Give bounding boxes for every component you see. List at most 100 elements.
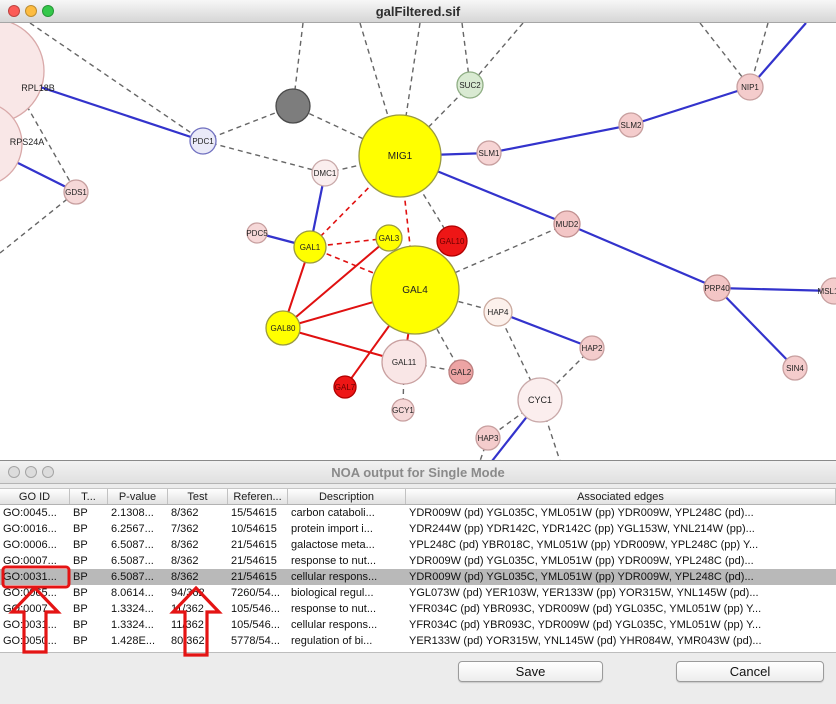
table-row[interactable]: GO:0006...BP6.5087...8/36221/54615galact… xyxy=(0,537,836,553)
node-label-PDC5: PDC5 xyxy=(246,229,268,238)
column-header-4[interactable]: Referen... xyxy=(228,489,288,504)
table-header: GO IDT...P-valueTestReferen...Descriptio… xyxy=(0,488,836,505)
edge-PRP40-SIN4 xyxy=(717,288,795,368)
edge-MUD2-PRP40 xyxy=(567,224,717,288)
node-RPL18B[interactable] xyxy=(0,23,44,123)
table-cell: 94/362 xyxy=(168,587,228,599)
table-row[interactable]: GO:0045...BP2.1308...8/36215/54615carbon… xyxy=(0,505,836,521)
table-cell: cellular respons... xyxy=(288,619,406,631)
table-cell: YDR009W (pd) YGL035C, YML051W (pp) YDR00… xyxy=(406,571,836,583)
table-cell: YDR244W (pp) YDR142C, YDR142C (pp) YGL15… xyxy=(406,523,836,535)
table-cell: 6.5087... xyxy=(108,571,168,583)
table-cell: 1.3324... xyxy=(108,619,168,631)
table-row[interactable]: GO:0031...BP1.3324...11/362105/546...cel… xyxy=(0,617,836,633)
table-cell: cellular respons... xyxy=(288,571,406,583)
node-label-DMC1: DMC1 xyxy=(314,169,337,178)
table-cell: GO:0006... xyxy=(0,539,70,551)
table-cell: 105/546... xyxy=(228,619,288,631)
noa-window: NOA output for Single Mode GO IDT...P-va… xyxy=(0,460,836,704)
table-cell: GO:0007... xyxy=(0,603,70,615)
table-cell: 6.2567... xyxy=(108,523,168,535)
table-cell: 6.5087... xyxy=(108,555,168,567)
edge-PRP40-MSL1 xyxy=(717,288,834,291)
table-cell: 7/362 xyxy=(168,523,228,535)
table-cell: biological regul... xyxy=(288,587,406,599)
table-cell: GO:0050... xyxy=(0,635,70,647)
table-cell: 11/362 xyxy=(168,619,228,631)
table-row[interactable]: GO:0016...BP6.2567...7/36210/54615protei… xyxy=(0,521,836,537)
node-label-GDS1: GDS1 xyxy=(65,188,87,197)
node-label-GAL80: GAL80 xyxy=(271,324,296,333)
column-header-5[interactable]: Description xyxy=(288,489,406,504)
table-cell: 21/54615 xyxy=(228,555,288,567)
column-header-2[interactable]: P-value xyxy=(108,489,168,504)
noa-minimize-icon[interactable] xyxy=(25,466,37,478)
noa-titlebar: NOA output for Single Mode xyxy=(0,461,836,484)
table-cell: BP xyxy=(70,523,108,535)
node-label-GAL11: GAL11 xyxy=(392,358,417,367)
node-label-GAL4: GAL4 xyxy=(402,285,428,296)
column-header-3[interactable]: Test xyxy=(168,489,228,504)
node-label-RPS24A: RPS24A xyxy=(10,137,45,147)
node-label-PRP40: PRP40 xyxy=(704,284,730,293)
table-row[interactable]: GO:0065...BP8.0614...94/3627260/54...bio… xyxy=(0,585,836,601)
node-label-MUD2: MUD2 xyxy=(556,220,579,229)
edge-PDC1-DMC1 xyxy=(203,141,325,173)
table-cell: 8/362 xyxy=(168,507,228,519)
table-cell: 15/54615 xyxy=(228,507,288,519)
table-row[interactable]: GO:0007...BP6.5087...8/36221/54615respon… xyxy=(0,553,836,569)
table-cell: 7260/54... xyxy=(228,587,288,599)
edge-SLM1-SLM2 xyxy=(489,125,631,153)
edge-tl1-PDC1 xyxy=(30,23,203,141)
noa-window-title: NOA output for Single Mode xyxy=(331,465,505,480)
table-cell: BP xyxy=(70,555,108,567)
column-header-1[interactable]: T... xyxy=(70,489,108,504)
table-body: GO:0045...BP2.1308...8/36215/54615carbon… xyxy=(0,505,836,653)
zoom-icon[interactable] xyxy=(42,5,54,17)
save-button[interactable]: Save xyxy=(458,661,603,682)
node-label-RPL18B: RPL18B xyxy=(21,83,55,93)
node-label-CYC1: CYC1 xyxy=(528,395,552,405)
cancel-button[interactable]: Cancel xyxy=(676,661,824,682)
node-label-MIG1: MIG1 xyxy=(388,151,413,162)
column-header-0[interactable]: GO ID xyxy=(0,489,70,504)
table-cell: YER133W (pd) YOR315W, YNL145W (pd) YHR08… xyxy=(406,635,836,647)
table-row[interactable]: GO:0031...BP6.5087...8/36221/54615cellul… xyxy=(0,569,836,585)
table-cell: YDR009W (pd) YGL035C, YML051W (pp) YDR00… xyxy=(406,507,836,519)
table-cell: response to nut... xyxy=(288,555,406,567)
node-label-HAP4: HAP4 xyxy=(488,308,509,317)
noa-zoom-icon[interactable] xyxy=(42,466,54,478)
table-row[interactable]: GO:0007...BP1.3324...11/362105/546...res… xyxy=(0,601,836,617)
minimize-icon[interactable] xyxy=(25,5,37,17)
table-cell: 80/362 xyxy=(168,635,228,647)
noa-close-icon[interactable] xyxy=(8,466,20,478)
table-cell: GO:0031... xyxy=(0,619,70,631)
table-cell: protein import i... xyxy=(288,523,406,535)
network-canvas[interactable]: RPL18BRPS24APDC1GDS1MIG1SUC2SLM1SLM2NIP1… xyxy=(0,23,836,461)
table-cell: BP xyxy=(70,603,108,615)
table-cell: 2.1308... xyxy=(108,507,168,519)
close-icon[interactable] xyxy=(8,5,20,17)
table-cell: GO:0031... xyxy=(0,571,70,583)
table-cell: 8/362 xyxy=(168,571,228,583)
table-cell: GO:0007... xyxy=(0,555,70,567)
table-cell: 1.3324... xyxy=(108,603,168,615)
node-label-MSL1: MSL1 xyxy=(818,287,836,296)
node-label-GAL1: GAL1 xyxy=(300,243,321,252)
table-cell: 8/362 xyxy=(168,539,228,551)
table-cell: 105/546... xyxy=(228,603,288,615)
edge-SLM2-NIP1 xyxy=(631,87,750,125)
table-cell: regulation of bi... xyxy=(288,635,406,647)
table-cell: YGL073W (pd) YER103W, YER133W (pp) YOR31… xyxy=(406,587,836,599)
node-label-HAP2: HAP2 xyxy=(582,344,603,353)
table-cell: YFR034C (pd) YBR093C, YDR009W (pd) YGL03… xyxy=(406,619,836,631)
node-label-GAL7: GAL7 xyxy=(335,383,356,392)
table-row[interactable]: GO:0050...BP1.428E...80/3625778/54...reg… xyxy=(0,633,836,649)
table-cell: 1.428E... xyxy=(108,635,168,647)
node-label-SLM2: SLM2 xyxy=(621,121,642,130)
column-header-6[interactable]: Associated edges xyxy=(406,489,836,504)
table-cell: response to nut... xyxy=(288,603,406,615)
node-label-GAL3: GAL3 xyxy=(379,234,400,243)
table-cell: BP xyxy=(70,619,108,631)
node-unlabeled[interactable] xyxy=(276,89,310,123)
